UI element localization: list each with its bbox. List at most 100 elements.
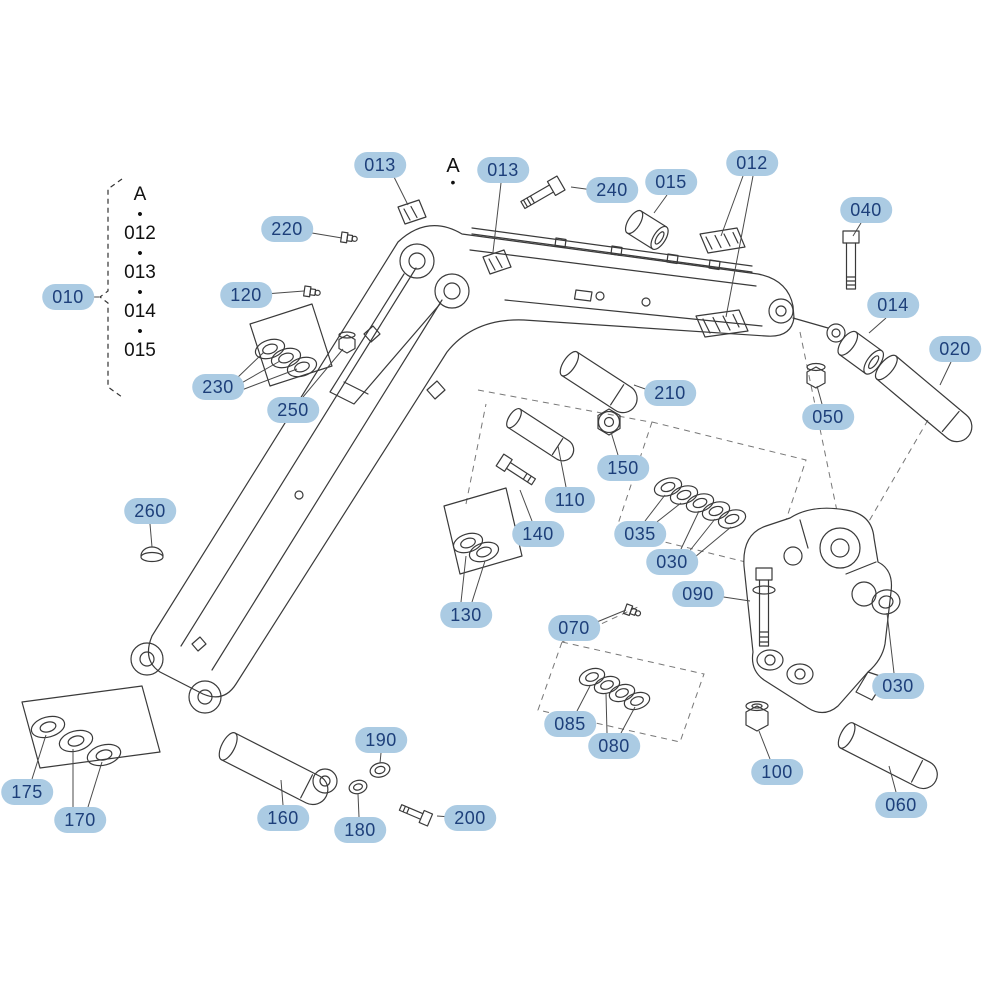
part-callout-260-20[interactable]: 260 xyxy=(124,498,176,524)
leader-line-080 xyxy=(620,706,636,734)
leader-line-170 xyxy=(87,761,103,808)
leader-line-030 xyxy=(886,612,895,674)
leader-line-013 xyxy=(393,176,409,206)
bushing-014-graphic xyxy=(837,330,885,375)
part-callout-175-29[interactable]: 175 xyxy=(1,779,53,805)
view-a-dot: • xyxy=(450,174,456,190)
part-callout-030-19[interactable]: 030 xyxy=(646,549,698,575)
bushing-015-graphic xyxy=(624,209,669,250)
collar-180-graphic xyxy=(348,779,368,795)
bolt-140-graphic xyxy=(495,453,537,486)
part-callout-010-8[interactable]: 010 xyxy=(42,284,94,310)
part-callout-210-13[interactable]: 210 xyxy=(644,380,696,406)
part-callout-030-24[interactable]: 030 xyxy=(872,673,924,699)
ring-030-right-graphic xyxy=(871,589,901,615)
leader-line-014 xyxy=(868,317,887,334)
nut-050-graphic xyxy=(806,362,826,389)
leader-line-040 xyxy=(852,222,862,237)
leader-line-140 xyxy=(519,489,533,522)
pin-060-graphic xyxy=(837,722,938,790)
legend-view-a: A•012•013•014•015 xyxy=(112,183,168,363)
washer-group-080-region xyxy=(537,641,705,743)
part-callout-150-15[interactable]: 150 xyxy=(597,455,649,481)
leader-line-020 xyxy=(939,361,952,386)
legend-bracket xyxy=(99,178,123,398)
leader-line-012 xyxy=(720,175,744,237)
grease-fitting-120-graphic xyxy=(303,285,321,298)
bolt-090-graphic xyxy=(752,567,776,647)
leader-line-080 xyxy=(605,693,608,734)
legend-item-013: 013 xyxy=(124,262,156,283)
part-callout-110-16[interactable]: 110 xyxy=(544,487,596,513)
part-callout-085-25[interactable]: 085 xyxy=(544,711,596,737)
part-callout-050-14[interactable]: 050 xyxy=(802,404,854,430)
part-callout-120-7[interactable]: 120 xyxy=(220,282,272,308)
pin-160-graphic xyxy=(218,732,338,806)
bolt-240-graphic xyxy=(520,175,566,210)
grease-fitting-070-graphic xyxy=(622,603,642,617)
boom-weldment-graphic xyxy=(130,225,846,714)
bolt-040-graphic xyxy=(842,230,860,290)
part-callout-220-6[interactable]: 220 xyxy=(261,216,313,242)
legend-item-A: A xyxy=(133,184,147,205)
part-callout-035-18[interactable]: 035 xyxy=(614,521,666,547)
pin-210-graphic xyxy=(559,350,638,414)
legend-item-015: 015 xyxy=(124,340,156,361)
part-callout-012-4[interactable]: 012 xyxy=(726,150,778,176)
nut-250-graphic xyxy=(338,331,356,354)
part-callout-240-2[interactable]: 240 xyxy=(586,177,638,203)
leader-line-085 xyxy=(576,685,591,712)
leader-line-110 xyxy=(557,445,567,488)
leader-line-015 xyxy=(653,194,668,214)
bolt-200-graphic xyxy=(398,804,434,827)
part-callout-200-34[interactable]: 200 xyxy=(444,805,496,831)
part-callout-014-9[interactable]: 014 xyxy=(867,292,919,318)
leader-line-060 xyxy=(888,765,897,793)
leader-lines-layer xyxy=(31,175,952,818)
part-callout-250-12[interactable]: 250 xyxy=(267,397,319,423)
pin-110-graphic xyxy=(506,408,575,462)
leader-line-150 xyxy=(610,431,619,456)
part-callout-160-31[interactable]: 160 xyxy=(257,805,309,831)
leader-line-160 xyxy=(280,779,284,806)
leader-line-190 xyxy=(379,752,382,764)
plug-260-graphic xyxy=(140,546,164,563)
washer-row-035-030-graphic xyxy=(653,477,747,529)
part-callout-015-3[interactable]: 015 xyxy=(645,169,697,195)
leader-line-230 xyxy=(237,360,281,386)
part-callout-070-22[interactable]: 070 xyxy=(548,615,600,641)
washer-set-230-graphic xyxy=(249,303,333,387)
pin-020-graphic xyxy=(874,354,973,443)
washer-set-170-175-graphic xyxy=(21,685,161,769)
part-callout-180-33[interactable]: 180 xyxy=(334,817,386,843)
leader-line-030 xyxy=(694,526,732,558)
leader-line-050 xyxy=(816,385,823,405)
part-callout-130-23[interactable]: 130 xyxy=(440,602,492,628)
leader-line-130 xyxy=(471,560,486,603)
part-callout-020-10[interactable]: 020 xyxy=(929,336,981,362)
part-callout-140-17[interactable]: 140 xyxy=(512,521,564,547)
part-callout-040-5[interactable]: 040 xyxy=(840,197,892,223)
part-callout-013-1[interactable]: 013 xyxy=(477,157,529,183)
part-callout-080-26[interactable]: 080 xyxy=(588,733,640,759)
grease-fitting-220-graphic xyxy=(340,231,358,244)
leader-line-230 xyxy=(238,368,298,392)
nut-150-graphic xyxy=(597,408,621,436)
part-callout-190-32[interactable]: 190 xyxy=(355,727,407,753)
view-a-marker: A • xyxy=(446,155,459,190)
part-callout-170-30[interactable]: 170 xyxy=(54,807,106,833)
leader-line-013 xyxy=(492,182,502,253)
leader-line-035 xyxy=(644,494,666,522)
part-callout-013-0[interactable]: 013 xyxy=(354,152,406,178)
leader-line-230 xyxy=(235,351,265,380)
part-callout-060-28[interactable]: 060 xyxy=(875,792,927,818)
part-callout-090-21[interactable]: 090 xyxy=(672,581,724,607)
legend-item-012: 012 xyxy=(124,223,156,244)
shim-013-right-graphic xyxy=(482,249,512,275)
part-callout-100-27[interactable]: 100 xyxy=(751,759,803,785)
leader-line-180 xyxy=(357,793,360,818)
leader-line-012 xyxy=(725,175,754,318)
part-callout-230-11[interactable]: 230 xyxy=(192,374,244,400)
